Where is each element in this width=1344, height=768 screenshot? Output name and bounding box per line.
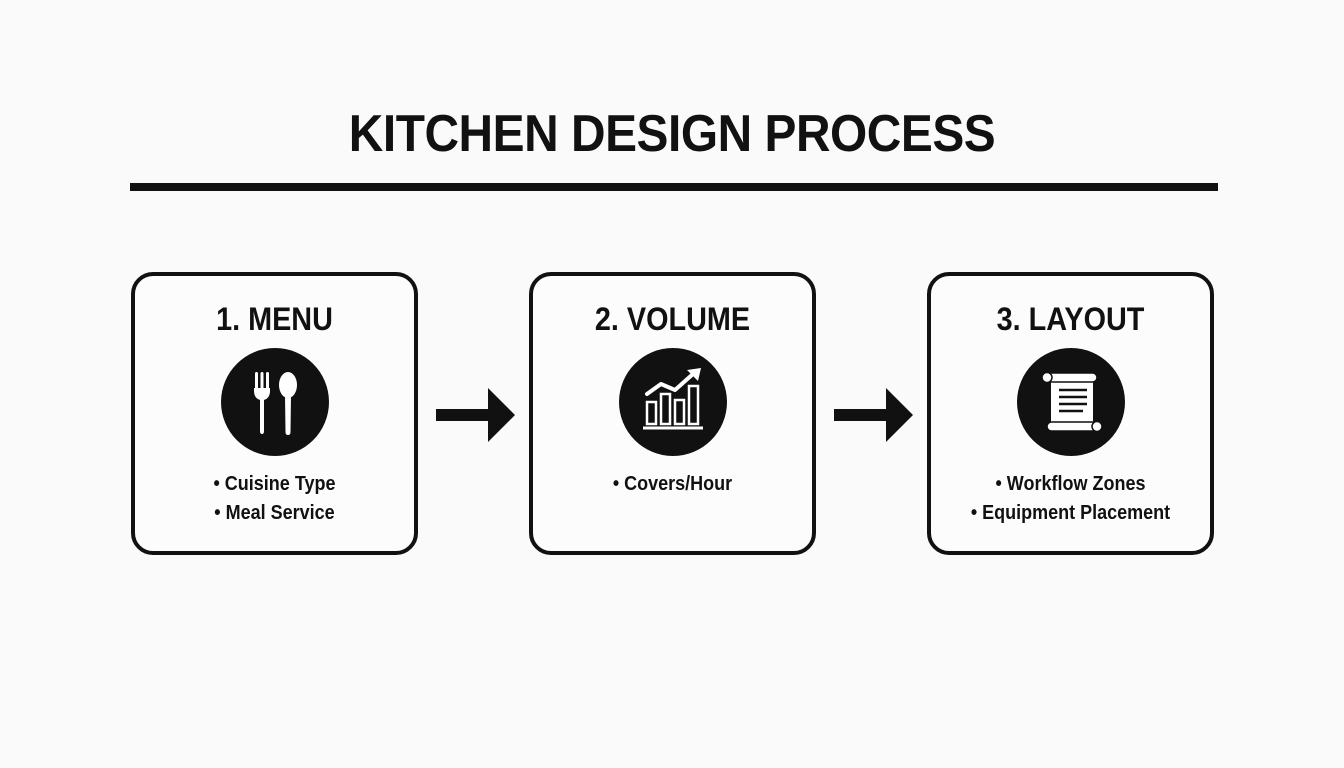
step-title: 2. VOLUME [594, 301, 751, 337]
bullet-item: Equipment Placement [945, 499, 1196, 528]
bullet-item: Covers/Hour [547, 470, 798, 499]
page-title: KITCHEN DESIGN PROCESS [348, 105, 996, 163]
bullet-list: Workflow Zones Equipment Placement [931, 470, 1210, 528]
rising-bar-chart-icon [618, 348, 727, 456]
bullet-item: Cuisine Type [149, 470, 400, 499]
bullet-item: Meal Service [149, 499, 400, 528]
bullet-list: Cuisine Type Meal Service [135, 470, 414, 528]
bullet-list: Covers/Hour [533, 470, 812, 499]
step-title: 1. MENU [216, 301, 333, 337]
title-divider [130, 183, 1218, 191]
fork-spoon-icon [220, 348, 329, 456]
blueprint-scroll-icon [1016, 348, 1125, 456]
arrow-right-icon [436, 388, 515, 442]
arrow-right-icon [834, 388, 913, 442]
bullet-item: Workflow Zones [945, 470, 1196, 499]
step-card-volume: 2. VOLUME Covers/Hour [529, 272, 816, 555]
step-card-layout: 3. LAYOUT Workflow Zones Equipment Place… [927, 272, 1214, 555]
step-card-menu: 1. MENU Cuisine Type Meal Service [131, 272, 418, 555]
step-title: 3. LAYOUT [996, 301, 1145, 337]
